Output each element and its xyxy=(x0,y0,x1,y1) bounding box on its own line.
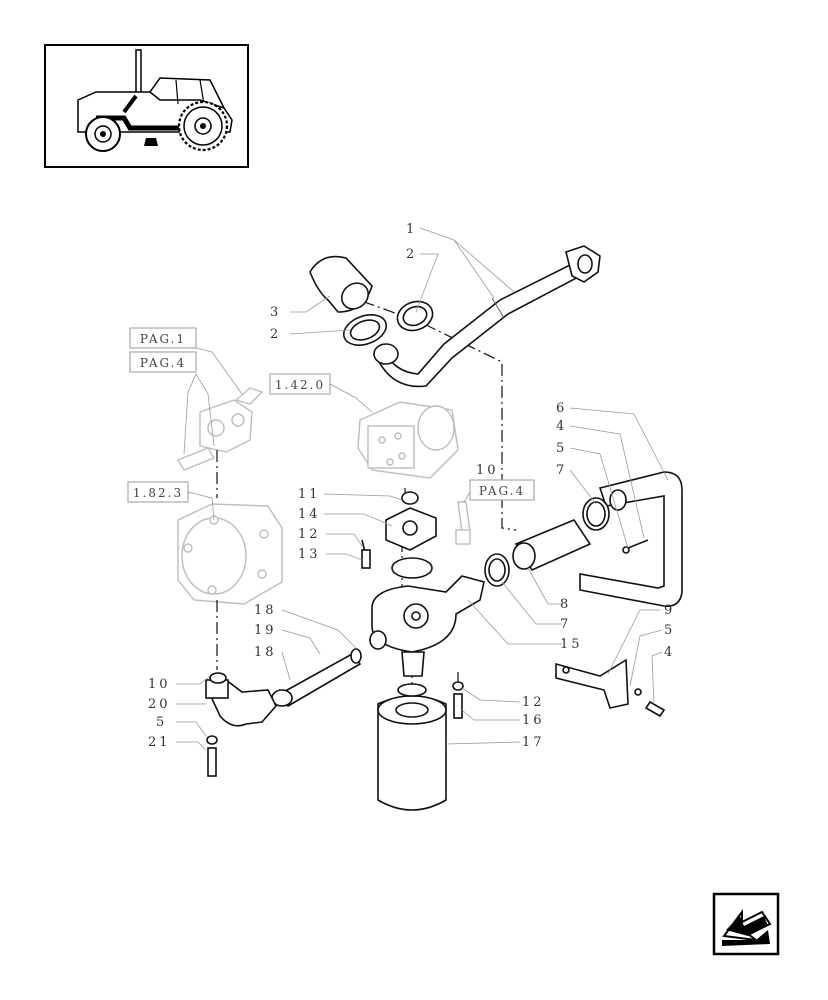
svg-text:PAG.1: PAG.1 xyxy=(140,332,186,346)
delivery-pipe xyxy=(205,648,362,777)
callout-14: 14 xyxy=(298,507,321,522)
callout-3: 3 xyxy=(270,305,281,320)
callout-4: 4 xyxy=(664,645,675,660)
hydraulic-pump-ghost xyxy=(357,401,459,479)
svg-text:PAG.4: PAG.4 xyxy=(479,484,525,498)
screw xyxy=(452,681,464,719)
callout-12: 12 xyxy=(522,695,545,710)
filter-cartridge xyxy=(377,683,447,811)
callout-11: 11 xyxy=(298,487,321,502)
callout-9: 9 xyxy=(664,603,675,618)
callout-10: 10 xyxy=(148,677,171,692)
callout-12: 12 xyxy=(298,527,321,542)
callout-16: 16 xyxy=(522,713,545,728)
callout-17: 17 xyxy=(522,735,545,750)
bracket xyxy=(555,658,666,718)
ref-tag-pag1[interactable]: PAG.1 xyxy=(129,327,197,349)
callout-21: 21 xyxy=(148,735,171,750)
callout-5: 5 xyxy=(556,441,567,456)
svg-text:PAG.4: PAG.4 xyxy=(140,356,186,370)
callout-2: 2 xyxy=(406,247,417,262)
callout-19: 19 xyxy=(254,623,277,638)
sensor-ghost xyxy=(455,501,471,545)
callout-15: 15 xyxy=(560,637,583,652)
callout-18: 18 xyxy=(254,603,277,618)
filter-head xyxy=(361,491,485,677)
callout-20: 20 xyxy=(148,697,171,712)
callout-10: 10 xyxy=(476,463,499,478)
ref-tag-pag4-left[interactable]: PAG.4 xyxy=(129,351,197,373)
tractor-icon xyxy=(77,49,233,152)
ref-tag-1-42-0[interactable]: 1.42.0 xyxy=(269,373,331,395)
ref-tag-pag4-right[interactable]: PAG.4 xyxy=(469,479,535,501)
svg-text:1.42.0: 1.42.0 xyxy=(275,378,325,392)
back-arrow-icon xyxy=(722,909,772,946)
callout-2: 2 xyxy=(270,327,281,342)
callout-5: 5 xyxy=(664,623,675,638)
callout-8: 8 xyxy=(560,597,571,612)
back-button[interactable] xyxy=(712,892,780,956)
valve-ghost xyxy=(176,387,264,471)
tractor-thumbnail xyxy=(44,44,249,168)
callout-1: 1 xyxy=(406,222,417,237)
reference-tags: PAG.1 PAG.4 1.42.0 1.82.3 PAG.4 xyxy=(127,327,535,503)
callout-13: 13 xyxy=(298,547,321,562)
return-pipe-assembly xyxy=(484,471,683,608)
callout-18: 18 xyxy=(254,645,277,660)
callout-6: 6 xyxy=(556,401,567,416)
callout-7: 7 xyxy=(560,617,571,632)
callout-5: 5 xyxy=(156,715,167,730)
leader-lines xyxy=(176,227,669,751)
svg-text:1.82.3: 1.82.3 xyxy=(133,486,183,500)
suction-pipe-assembly xyxy=(309,245,601,388)
transmission-ghost xyxy=(177,503,283,605)
callout-7: 7 xyxy=(556,463,567,478)
callout-4: 4 xyxy=(556,419,567,434)
callout-numbers: 1 2 3 2 6 4 5 7 10 11 14 12 13 8 7 15 9 … xyxy=(148,222,675,750)
ref-tag-1-82-3[interactable]: 1.82.3 xyxy=(127,481,189,503)
